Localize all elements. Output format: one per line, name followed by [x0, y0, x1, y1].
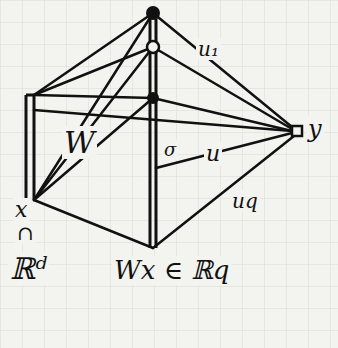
output-square — [292, 126, 302, 136]
variable-label: x — [13, 198, 29, 222]
matrix-label: W — [62, 126, 97, 159]
input-vector — [26, 95, 34, 200]
unit-dot — [147, 92, 159, 104]
weight-label: uq — [230, 190, 260, 212]
space-label: ℝᵈ — [8, 252, 49, 285]
unit-dot — [146, 6, 160, 20]
symbol-label: ∩ — [15, 222, 36, 244]
space-label: Wx ∈ ℝq — [112, 256, 231, 285]
weight-label: u₁ — [196, 38, 221, 60]
output-label: y — [306, 116, 324, 142]
connection-lines — [34, 13, 294, 248]
activation-label: σ — [162, 140, 178, 160]
weight-label: u — [204, 142, 222, 166]
unit-dot — [147, 41, 159, 53]
